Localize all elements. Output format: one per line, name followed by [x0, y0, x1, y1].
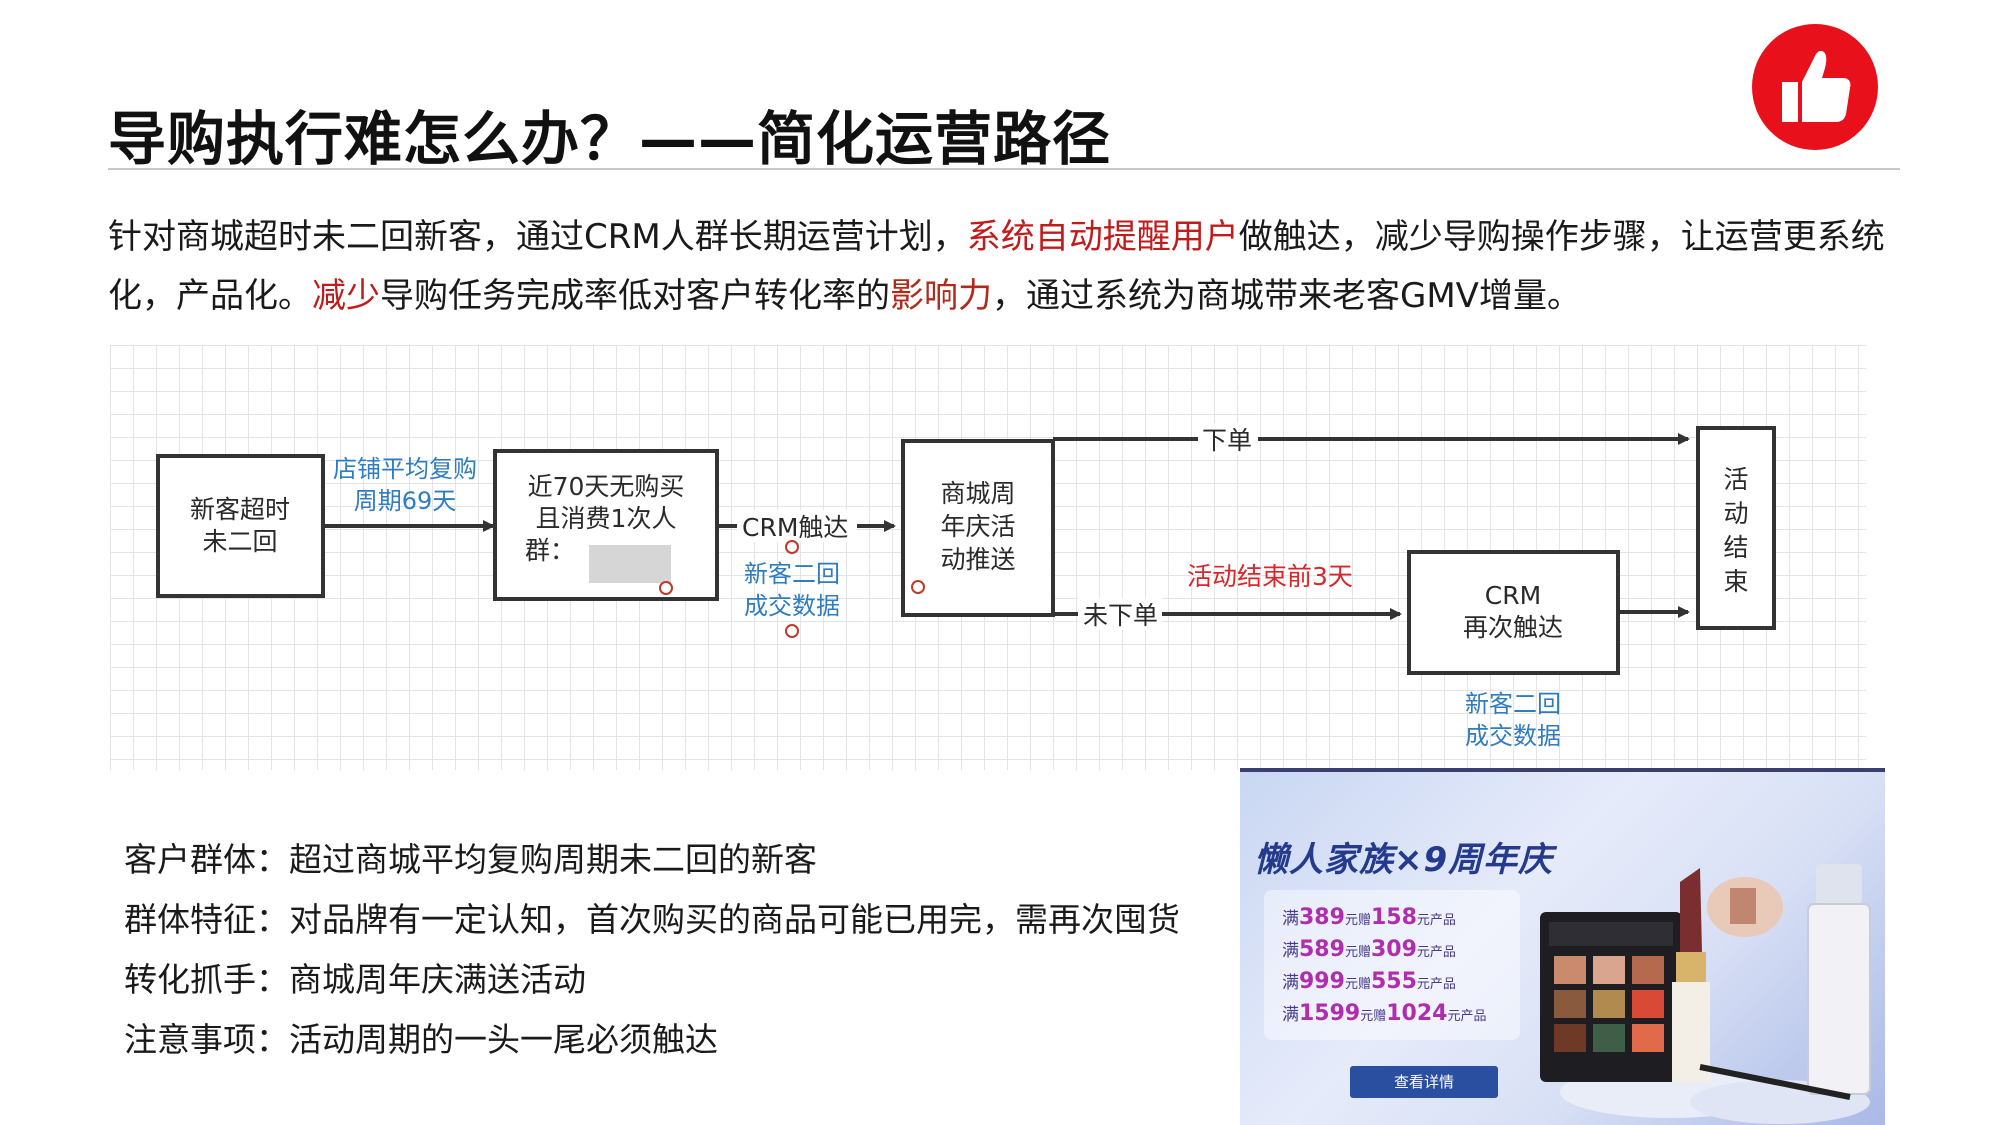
bullet-list: 客户群体：超过商城平均复购周期未二回的新客 群体特征：对品牌有一定认知，首次购买… [124, 830, 1180, 1070]
compact-image [1707, 877, 1783, 937]
pencil-image [1699, 1064, 1851, 1100]
node1-line2: 未二回 [202, 527, 277, 556]
node5-line4: 束 [1723, 567, 1748, 596]
offer-box [1264, 890, 1520, 1040]
edge-top-label: 下单 [1202, 426, 1252, 455]
intro-text-1: 针对商城超时未二回新客，通过CRM人群长期运营计划， [108, 217, 967, 257]
anchor-marker [911, 580, 925, 594]
node3-line1: 商城周 [940, 479, 1015, 508]
product-illustration [1540, 864, 1871, 1124]
node3-line2: 年庆活 [940, 512, 1015, 541]
offer-1: 满389元赠158元产品 [1282, 905, 1456, 930]
thumbs-up-icon [1752, 24, 1878, 150]
intro-text-2: 做触达，减少导购操作步骤，让运营更系统化，产品化。 [108, 217, 1885, 316]
palette-image [1540, 912, 1682, 1082]
offer-3: 满999元赠555元产品 [1282, 969, 1456, 994]
node2-line1: 近70天无购买 [528, 472, 685, 501]
bullet-notes: 注意事项：活动周期的一头一尾必须触达 [124, 1020, 718, 1059]
node5-line1: 活 [1723, 465, 1748, 494]
edge-top-label-bg [1198, 423, 1258, 455]
node-new-customer-timeout: 新客超时 未二回 [156, 454, 325, 598]
edge2-label-bg [737, 510, 857, 542]
lipstick-image [1672, 868, 1710, 1082]
anchor-marker [659, 581, 673, 595]
node2-line2: 且消费1次人 [536, 504, 677, 533]
node-activity-end: 活 动 结 束 [1696, 426, 1776, 630]
edge1-line1: 店铺平均复购 [333, 455, 477, 483]
edge2-label: CRM触达 [742, 513, 848, 542]
node3-line3: 动推送 [940, 545, 1015, 574]
intro-highlight-influence: 影响力 [890, 276, 992, 316]
bullet-customer-group: 客户群体：超过商城平均复购周期未二回的新客 [124, 840, 817, 879]
node1-line1: 新客超时 [190, 495, 290, 524]
note1-line2: 成交数据 [744, 592, 840, 620]
intro-text-3: 导购任务完成率低对客户转化率的 [380, 276, 890, 316]
anchor-marker [785, 624, 799, 638]
offer-2: 满589元赠309元产品 [1282, 937, 1456, 962]
anchor-marker [785, 540, 799, 554]
node2-line3: 群： [525, 536, 575, 565]
bullet-group-traits: 群体特征：对品牌有一定认知，首次购买的商品可能已用完，需再次囤货 [124, 900, 1180, 939]
activity-deadline-label: 活动结束前3天 [1187, 562, 1353, 591]
intro-highlight-reduce: 减少 [312, 276, 380, 316]
intro-text-4: ，通过系统为商城带来老客GMV增量。 [992, 276, 1581, 316]
edge-bottom-label: 未下单 [1083, 601, 1158, 630]
node5-line2: 动 [1723, 499, 1748, 528]
title-divider [108, 168, 1900, 170]
note2-line1: 新客二回 [1465, 690, 1561, 718]
redacted-block [589, 545, 671, 583]
intro-highlight-auto-remind: 系统自动提醒用户 [966, 217, 1239, 257]
promo-banner: 懒人家族×9周年庆 满389元赠158元产品 满589元赠309元产品 满999… [1240, 768, 1885, 1125]
slide-title: 导购执行难怎么办？——简化运营路径 [108, 105, 1112, 173]
node-segment: 近70天无购买 且消费1次人 群： [493, 449, 719, 601]
edge1-line2: 周期69天 [354, 487, 457, 515]
note2-line2: 成交数据 [1465, 722, 1561, 750]
offer-4: 满1599元赠1024元产品 [1282, 1001, 1487, 1026]
view-details-button[interactable]: 查看详情 [1350, 1066, 1498, 1098]
node4-line2: 再次触达 [1463, 613, 1563, 642]
node-anniversary-push: 商城周 年庆活 动推送 [901, 439, 1055, 617]
bullet-conversion-lever: 转化抓手：商城周年庆满送活动 [124, 960, 586, 999]
promo-title: 懒人家族×9周年庆 [1254, 840, 1554, 880]
intro-paragraph: 针对商城超时未二回新客，通过CRM人群长期运营计划，系统自动提醒用户做触达，减少… [108, 208, 1928, 326]
bottle-image [1807, 864, 1871, 1095]
note1-line1: 新客二回 [744, 560, 840, 588]
node-crm-reach-again: CRM 再次触达 [1407, 550, 1620, 675]
edge-bottom-label-bg [1078, 598, 1162, 630]
flow-diagram: 新客超时 未二回 店铺平均复购 周期69天 近70天无购买 且消费1次人 群： … [110, 345, 1866, 770]
node5-line3: 结 [1723, 533, 1748, 562]
node4-line1: CRM [1485, 581, 1541, 610]
